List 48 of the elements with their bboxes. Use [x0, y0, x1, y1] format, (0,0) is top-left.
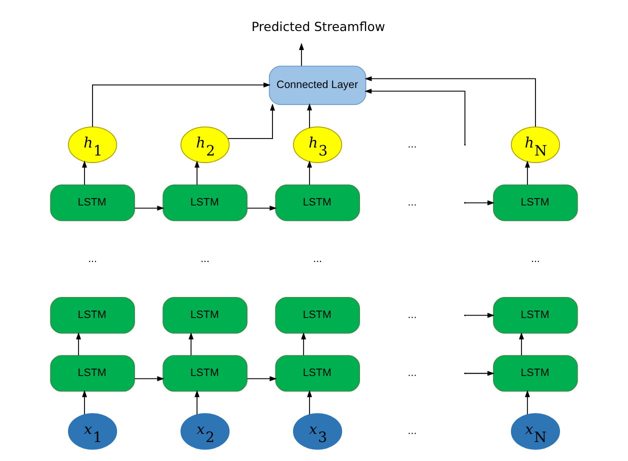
node-box: LSTM	[162, 355, 248, 392]
node-box: LSTM	[162, 184, 248, 222]
arrow	[92, 82, 271, 128]
arrow	[524, 390, 530, 415]
arrow	[82, 160, 88, 186]
arrow	[524, 160, 530, 186]
node-text: Predicted Streamflow	[251, 19, 386, 34]
arrow	[194, 390, 200, 415]
arrow	[518, 332, 524, 356]
label: ...	[313, 252, 322, 265]
arrow	[134, 376, 164, 382]
arrow	[307, 390, 312, 415]
node-box: LSTM	[493, 297, 578, 334]
arrow	[246, 206, 277, 211]
arrow	[299, 42, 304, 66]
arrow	[76, 332, 82, 356]
node-box: Connected Layer	[268, 66, 366, 106]
arrow	[364, 76, 536, 128]
arrow	[307, 160, 312, 186]
arrow	[134, 206, 164, 211]
arrow	[464, 200, 495, 206]
label: ...	[408, 425, 417, 438]
arrow	[464, 312, 495, 318]
node-box: LSTM	[50, 184, 135, 222]
arrow	[82, 390, 88, 415]
node-box: LSTM	[275, 184, 360, 222]
arrow	[464, 370, 495, 376]
node-box: LSTM	[162, 297, 248, 334]
label: ...	[530, 252, 540, 265]
label: ...	[408, 138, 417, 151]
label: ...	[200, 252, 210, 265]
node-box: LSTM	[275, 297, 360, 334]
node-box: LSTM	[50, 355, 135, 392]
label: ...	[408, 367, 417, 380]
label: ...	[408, 309, 417, 322]
label: ...	[408, 196, 417, 209]
arrow	[364, 88, 466, 145]
node-box: LSTM	[493, 355, 578, 392]
label: ...	[88, 252, 97, 265]
node-box: LSTM	[493, 184, 578, 222]
arrow	[194, 160, 200, 186]
node-box: LSTM	[50, 297, 135, 334]
arrow	[246, 376, 277, 382]
node-box: LSTM	[275, 355, 360, 392]
arrow	[227, 104, 275, 139]
arrow	[307, 103, 312, 128]
arrow	[188, 332, 194, 356]
arrow	[301, 332, 306, 356]
